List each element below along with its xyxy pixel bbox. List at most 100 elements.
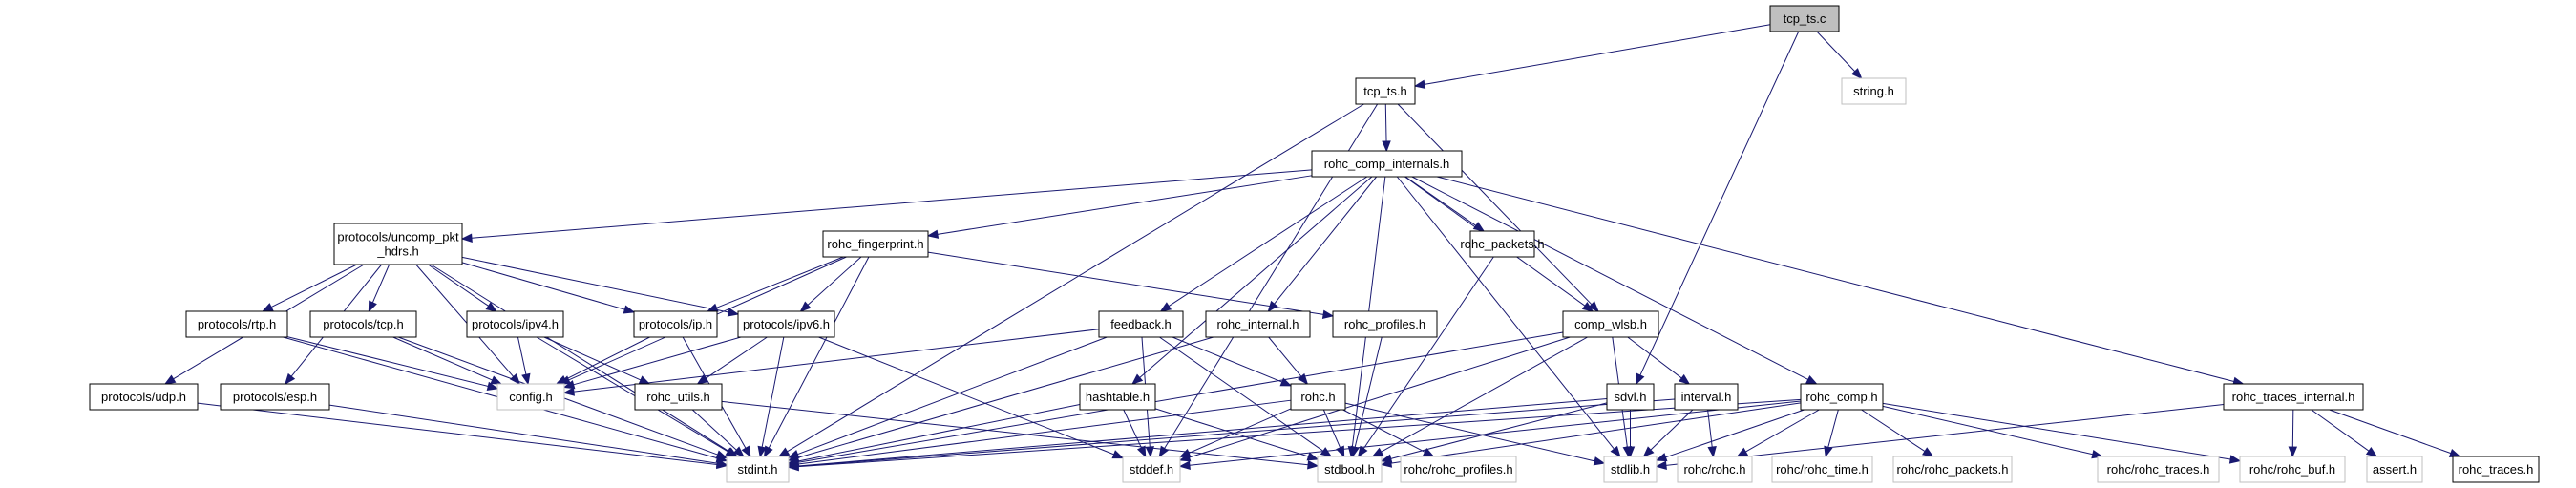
edge-rohc_comp_internals_h-to-stdlib_h <box>1396 176 1621 458</box>
edge-uncomp_pkt_hdrs_h-to-tcp_h <box>368 264 391 313</box>
node-box <box>309 310 417 338</box>
edge-rohc_utils_h-to-stdint_h <box>691 409 745 457</box>
edge-rohc_h-to-stdbool_h <box>1322 409 1345 458</box>
node-box <box>1122 456 1181 483</box>
node-stddef-h: stddef.h <box>1122 456 1181 483</box>
edge-rohc_utils_h-to-stdbool_h <box>721 400 1320 470</box>
node-label: interval.h <box>1681 390 1732 404</box>
edge-ipv6_h-to-config_h <box>562 336 742 390</box>
node-box <box>822 230 929 258</box>
edge-rohc_traces_internal_h-to-stdlib_h <box>1655 403 2225 471</box>
node-udp-h[interactable]: protocols/udp.h <box>89 383 199 411</box>
node-rohc-utils-h[interactable]: rohc_utils.h <box>634 383 723 411</box>
arrowhead-icon <box>1320 447 1333 457</box>
node-box <box>1332 310 1438 338</box>
edge-rohc_comp_h-to-rohc_rohc_packets_h <box>1861 409 1934 457</box>
node-hashtable-h[interactable]: hashtable.h <box>1079 383 1156 411</box>
node-rohc-rohc-packets-h: rohc/rohc_packets.h <box>1892 456 2013 483</box>
arrowhead-icon <box>1922 447 1934 457</box>
node-tcp-ts-c[interactable]: tcp_ts.c <box>1769 5 1840 32</box>
edge-line <box>1154 408 1309 457</box>
arrowhead-icon <box>1805 374 1818 385</box>
node-label: rohc_utils.h <box>646 390 709 404</box>
arrowhead-icon <box>1679 373 1691 385</box>
node-rohc-comp-h[interactable]: rohc_comp.h <box>1800 383 1884 411</box>
arrowhead-icon <box>485 302 497 312</box>
node-comp-wlsb-h[interactable]: comp_wlsb.h <box>1562 310 1659 338</box>
node-label: feedback.h <box>1110 317 1172 331</box>
edge-line <box>797 331 1564 463</box>
node-label: assert.h <box>2373 462 2417 477</box>
edge-rohc_h-to-stdlib_h <box>1344 402 1606 466</box>
arrowhead-icon <box>623 305 636 314</box>
node-rohc-traces-h[interactable]: rohc_traces.h <box>2452 456 2540 483</box>
edge-line <box>797 399 1292 465</box>
node-rohc-packets-h[interactable]: rohc_packets.h <box>1460 230 1545 258</box>
node-label: hashtable.h <box>1086 390 1150 404</box>
node-label: rohc/rohc_profiles.h <box>1404 462 1512 477</box>
edge-ipv6_h-to-stdint_h <box>757 336 785 458</box>
edge-rohc_fingerprint_h-to-ip_h <box>706 256 844 312</box>
edge-rohc_comp_internals_h-to-rohc_comp_h <box>1411 176 1818 385</box>
arrowhead-icon <box>2365 447 2378 457</box>
node-label: protocols/rtp.h <box>198 317 276 331</box>
node-interval-h[interactable]: interval.h <box>1674 383 1739 411</box>
arrowhead-icon <box>1610 445 1621 458</box>
edge-feedback_h-to-config_h <box>562 329 1100 396</box>
edge-line <box>1650 409 1694 451</box>
node-box <box>220 383 330 411</box>
edge-line <box>1159 336 1324 452</box>
arrowhead-icon <box>1350 445 1360 458</box>
arrowhead-icon <box>562 380 576 390</box>
node-tcp-ts-h[interactable]: tcp_ts.h <box>1355 77 1416 105</box>
node-sdvl-h[interactable]: sdvl.h <box>1606 383 1655 411</box>
edge-line <box>564 336 650 380</box>
node-feedback-h[interactable]: feedback.h <box>1098 310 1184 338</box>
node-rohc-rohc-buf-h: rohc/rohc_buf.h <box>2239 456 2346 483</box>
node-ip-h[interactable]: protocols/ip.h <box>633 310 718 338</box>
node-rohc-traces-internal-h[interactable]: rohc_traces_internal.h <box>2223 383 2364 411</box>
edge-line <box>1342 409 1425 453</box>
node-ipv4-h[interactable]: protocols/ipv4.h <box>466 310 564 338</box>
edge-line <box>1189 400 1802 466</box>
edge-line <box>1168 176 1368 307</box>
edge-line <box>797 403 1081 462</box>
node-tcp-h[interactable]: protocols/tcp.h <box>309 310 417 338</box>
arrowhead-icon <box>1178 453 1192 462</box>
node-uncomp-pkt-hdrs-h[interactable]: protocols/uncomp_pkt_hdrs.h <box>333 223 463 265</box>
edge-line <box>1381 336 1588 453</box>
arrowhead-icon <box>1371 447 1384 457</box>
edge-rohc_comp_h-to-stdint_h <box>787 398 1802 472</box>
arrowhead-icon <box>787 461 799 472</box>
edge-rohc_fingerprint_h-to-rohc_profiles_h <box>927 251 1335 319</box>
arrowhead-icon <box>715 458 728 468</box>
edge-line <box>2311 409 2370 452</box>
node-box <box>1562 310 1659 338</box>
arrowhead-icon <box>2288 446 2298 458</box>
edge-line <box>1344 402 1595 462</box>
arrowhead-icon <box>2228 455 2242 464</box>
edge-line <box>797 398 1676 467</box>
node-rohc-rohc-time-h: rohc/rohc_time.h <box>1771 456 1873 483</box>
node-label: comp_wlsb.h <box>1574 317 1647 331</box>
edge-line <box>1665 409 1805 458</box>
node-box <box>2452 456 2540 483</box>
node-box <box>1400 456 1517 483</box>
edge-uncomp_pkt_hdrs_h-to-config_h <box>415 264 521 386</box>
edge-rohc_comp_h-to-rohc_rohc_h <box>1736 409 1820 457</box>
edge-line <box>431 264 729 453</box>
node-rohc-comp-internals-h[interactable]: rohc_comp_internals.h <box>1311 150 1463 178</box>
node-rtp-h[interactable]: protocols/rtp.h <box>185 310 288 338</box>
node-rohc-internal-h[interactable]: rohc_internal.h <box>1205 310 1311 338</box>
arrowhead-icon <box>509 372 521 386</box>
node-rohc-profiles-h[interactable]: rohc_profiles.h <box>1332 310 1438 338</box>
edge-rtp_h-to-config_h <box>286 336 499 391</box>
node-label: tcp_ts.h <box>1363 84 1407 98</box>
node-rohc-fingerprint-h[interactable]: rohc_fingerprint.h <box>822 230 929 258</box>
edge-rohc_comp_h-to-rohc_rohc_buf_h <box>1882 402 2242 464</box>
node-esp-h[interactable]: protocols/esp.h <box>220 383 330 411</box>
arrowhead-icon <box>1655 453 1668 462</box>
node-ipv6-h[interactable]: protocols/ipv6.h <box>737 310 835 338</box>
node-rohc-h[interactable]: rohc.h <box>1290 383 1346 411</box>
node-label: rohc/rohc_packets.h <box>1896 462 2008 477</box>
